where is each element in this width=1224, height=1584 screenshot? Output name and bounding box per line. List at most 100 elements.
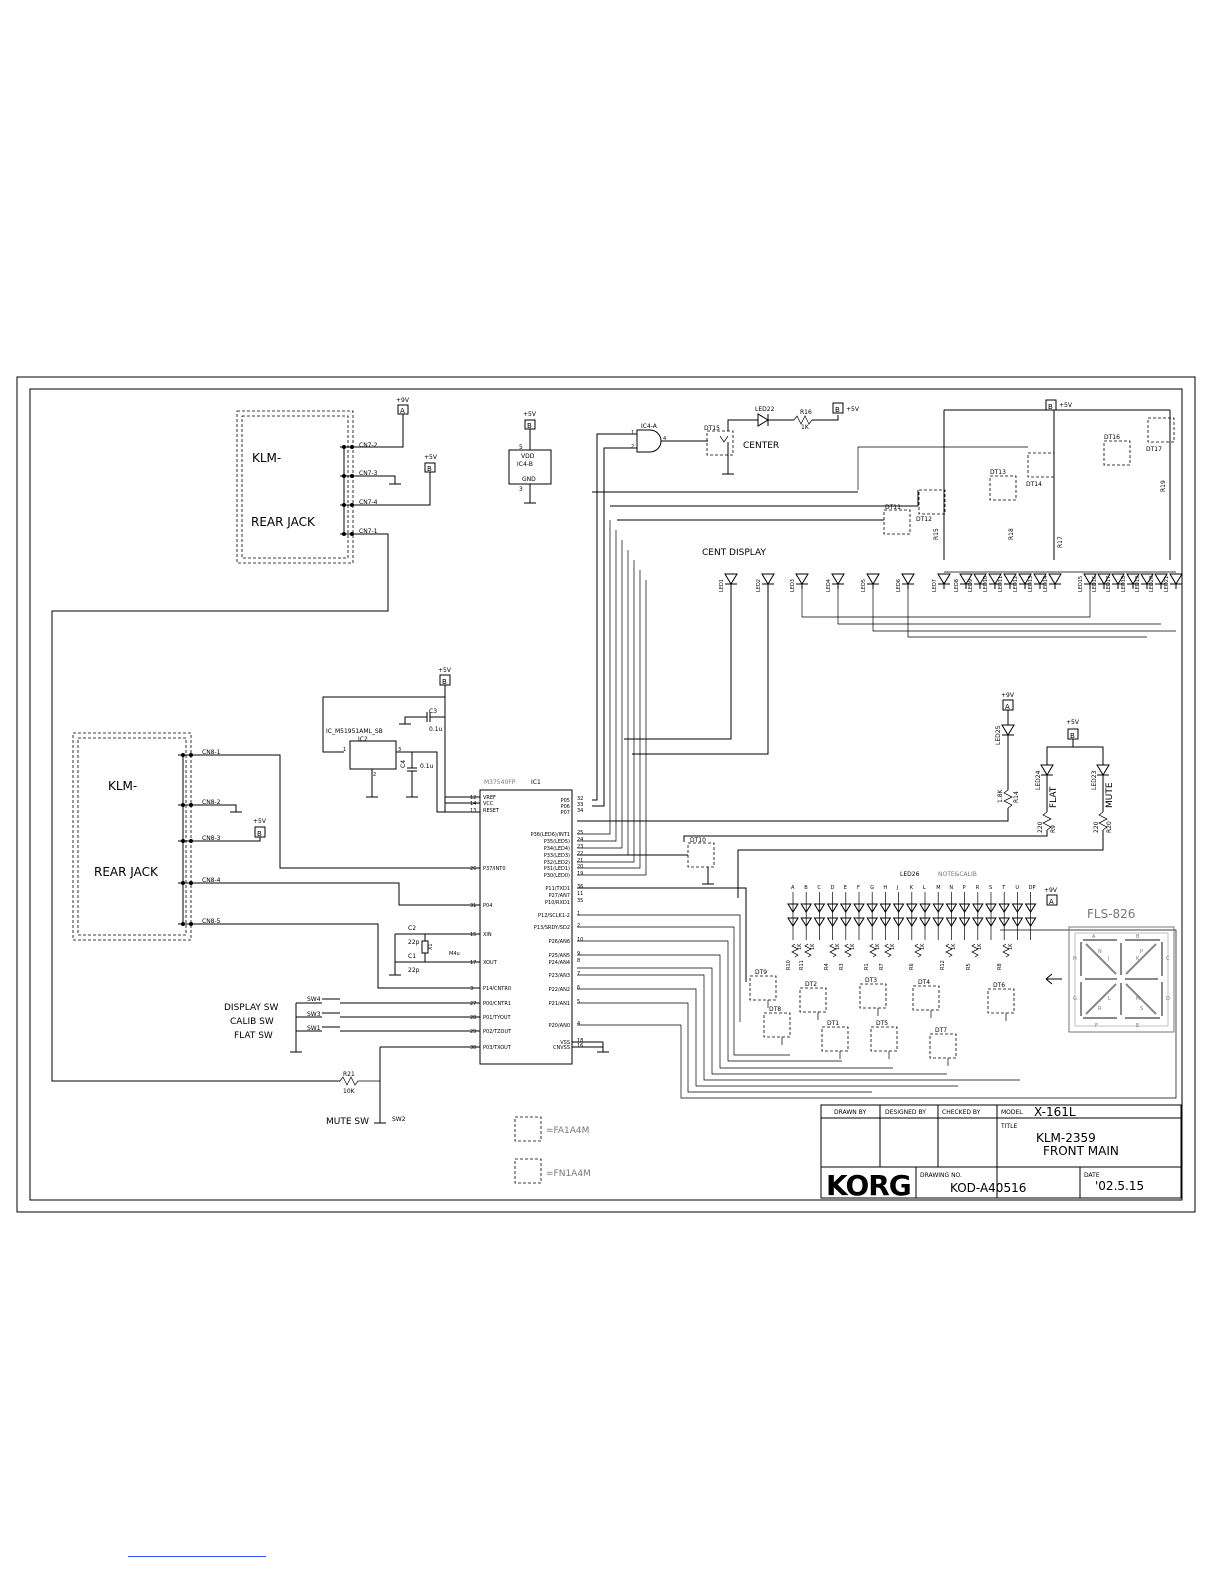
note-resistor-value: 1K xyxy=(890,943,896,950)
note-seg-label: P xyxy=(963,885,966,891)
power-label-5v: +5V xyxy=(424,454,438,461)
ic4b-name: IC4-B xyxy=(517,461,533,468)
note-seg-label: D xyxy=(831,885,835,891)
r16-label: R16 xyxy=(800,409,812,416)
fls-seg-label: L xyxy=(1108,996,1111,1002)
dt16-label: DT16 xyxy=(1104,434,1120,441)
power-flag-a: A xyxy=(400,407,405,415)
ic1-pin-num: 34 xyxy=(577,808,583,814)
cn8-pin-label: CN8-3 xyxy=(202,835,221,842)
note-resistor-label: R3 xyxy=(839,963,845,970)
cent-led-label: LED3 xyxy=(790,579,796,592)
ic1-pin-name: P33(LED3) xyxy=(544,853,570,859)
flat-label: FLAT xyxy=(1049,786,1059,808)
ic1-pin-name: P27/AN7 xyxy=(549,893,570,899)
cent-led xyxy=(761,573,775,585)
ic1-pin-name: P36(LED6)/INT1 xyxy=(531,832,570,838)
ic1-pin-name: P34(LED4) xyxy=(544,846,570,852)
ic1-pin-num: 19 xyxy=(577,871,583,877)
cent-led-label: LED17 xyxy=(1106,576,1112,592)
power-label-9v: +9V xyxy=(396,397,410,404)
cent-led xyxy=(1003,573,1017,585)
cent-led xyxy=(959,573,973,585)
note-seg-label: K xyxy=(910,885,914,891)
r21-label: R21 xyxy=(343,1071,355,1078)
cent-led-label: LED15 xyxy=(1078,576,1084,592)
cent-led xyxy=(1154,573,1168,585)
note-resistor-value: 1K xyxy=(835,943,841,950)
note-resistor xyxy=(829,943,837,958)
ic1-pin-name: P10/RXD1 xyxy=(545,900,570,906)
fls-seg-label: B xyxy=(1136,934,1140,940)
note-driver xyxy=(929,1033,957,1059)
ic1-pin-num: 7 xyxy=(577,971,580,977)
cent-led-label: LED21 xyxy=(1164,576,1170,592)
cent-led xyxy=(973,573,987,585)
cent-led-label: LED5 xyxy=(861,579,867,592)
fls-seg-label: S xyxy=(1140,1006,1143,1012)
cent-led-label: LED12 xyxy=(1013,576,1019,592)
cent-led xyxy=(1097,573,1111,585)
ic1-pin-num: 18 xyxy=(577,1038,583,1044)
cn8-pin-label: CN8-1 xyxy=(202,749,221,756)
note-seg-label: N xyxy=(949,885,953,891)
x1-label: X1 xyxy=(428,943,434,950)
note-driver-label: DT9 xyxy=(755,969,767,976)
ic1-pin-num: 2 xyxy=(577,923,580,929)
ic1-pin-name: VSS xyxy=(560,1040,570,1046)
note-power: +9V xyxy=(1044,887,1058,894)
r20-label: R20 xyxy=(1106,821,1113,833)
r14-label: R14 xyxy=(1013,791,1020,803)
cent-led-label: LED7 xyxy=(932,579,938,592)
center-indicator: IC4-A 1 2 4 DT15 LED22 CENTER R16 1K B +… xyxy=(592,402,860,807)
c2-label: C2 xyxy=(408,925,416,932)
sw3-label: SW3 xyxy=(307,1011,321,1018)
tb-date: '02.5.15 xyxy=(1095,1179,1144,1193)
note-resistor-value: 1K xyxy=(951,943,957,950)
ic1-led-trace xyxy=(577,520,611,835)
note-driver xyxy=(821,1026,849,1052)
ic1-pin-name: P22/AN2 xyxy=(549,987,570,993)
ic1-pin-num: 31 xyxy=(470,903,476,909)
cent-led xyxy=(866,573,880,585)
r9-label: R9 xyxy=(1050,825,1057,833)
calib-sw-label: CALIB SW xyxy=(230,1017,274,1027)
cent-led xyxy=(1048,573,1062,585)
legend-fa: =FA1A4M xyxy=(546,1126,589,1136)
ic1-pin-num: 28 xyxy=(470,1015,476,1021)
dt13-driver: DT13 xyxy=(989,469,1017,501)
cn8-connector: KLM- REAR JACK CN8-1CN8-2CN8-3CN8-4CN8-5… xyxy=(72,732,480,989)
ic1-pin-num: 15 xyxy=(470,932,476,938)
fls-seg-label: H xyxy=(1073,956,1077,962)
cent-led-label: LED1 xyxy=(719,579,725,592)
note-resistor-value: 1K xyxy=(875,943,881,950)
ic1-pin-num: 33 xyxy=(577,802,583,808)
inner-border xyxy=(29,388,1183,1201)
cn8-pin-dot xyxy=(181,922,185,926)
cent-led xyxy=(901,573,915,585)
ic1-pin-num: 23 xyxy=(577,844,583,850)
ic1-pin-num: 10 xyxy=(577,937,583,943)
center-flag: B xyxy=(835,406,840,414)
ic1-pin-num: 9 xyxy=(577,951,580,957)
cent-led-label: LED19 xyxy=(1135,576,1141,592)
c4-label: C4 xyxy=(400,760,407,768)
ic1-pin-num: 24 xyxy=(577,837,583,843)
ic1-pin-name: VCC xyxy=(483,801,494,807)
note-resistor-label: R12 xyxy=(940,960,946,970)
cn7-title: KLM- xyxy=(252,451,281,465)
cent-rail-flag: B xyxy=(1048,403,1053,411)
fls-segment xyxy=(1125,983,1157,1015)
c3-label: C3 xyxy=(429,708,437,715)
flat-sw-label: FLAT SW xyxy=(234,1031,273,1041)
flatmute-flag: B xyxy=(1070,732,1075,740)
ic4b-power: +5V xyxy=(523,411,537,418)
note-resistor-label: R1 xyxy=(864,963,870,970)
ic1-name: IC1 xyxy=(531,779,541,786)
ic1-pin-name: P05 xyxy=(561,798,570,804)
ic2-name: IC_M51951AML_SB xyxy=(326,728,383,735)
ic1-pin-num: 17 xyxy=(470,960,476,966)
